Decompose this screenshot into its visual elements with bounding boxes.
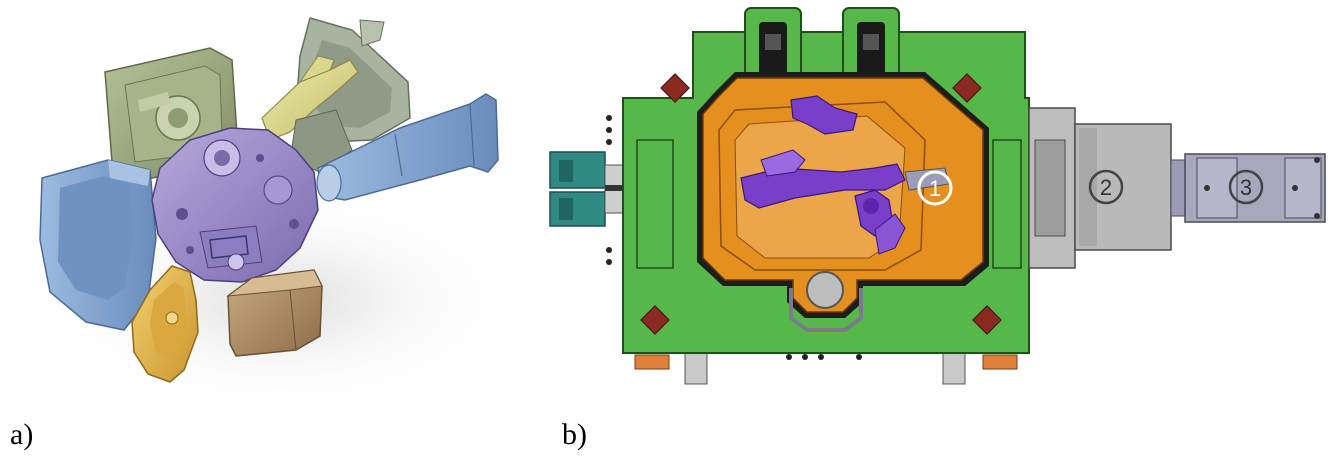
mold-top-view: 1 2 3 bbox=[545, 0, 1340, 420]
pale-yellow-core bbox=[261, 55, 359, 141]
exploded-mold-view bbox=[0, 0, 540, 420]
hydraulic-cylinder bbox=[1170, 153, 1326, 223]
blue-cylinder-slide bbox=[316, 93, 499, 202]
marker-3: 3 bbox=[1228, 169, 1264, 205]
yellow-slide bbox=[131, 265, 199, 383]
marker-2: 2 bbox=[1088, 169, 1124, 205]
marker-1-label: 1 bbox=[929, 176, 941, 201]
blue-side-slide bbox=[39, 159, 157, 331]
marker-2-label: 2 bbox=[1100, 175, 1112, 200]
marker-1: 1 bbox=[917, 170, 953, 206]
panel-a-caption: a) bbox=[10, 418, 34, 451]
core-block bbox=[1028, 107, 1172, 269]
panel-b-caption: b) bbox=[562, 418, 587, 451]
purple-casting-cavity bbox=[740, 95, 950, 255]
marker-3-label: 3 bbox=[1240, 175, 1252, 200]
brown-slide bbox=[226, 269, 323, 357]
left-actuators bbox=[549, 151, 624, 227]
purple-casting bbox=[151, 127, 319, 283]
upper-right-slide bbox=[295, 17, 411, 143]
mold-feet bbox=[634, 349, 1018, 385]
